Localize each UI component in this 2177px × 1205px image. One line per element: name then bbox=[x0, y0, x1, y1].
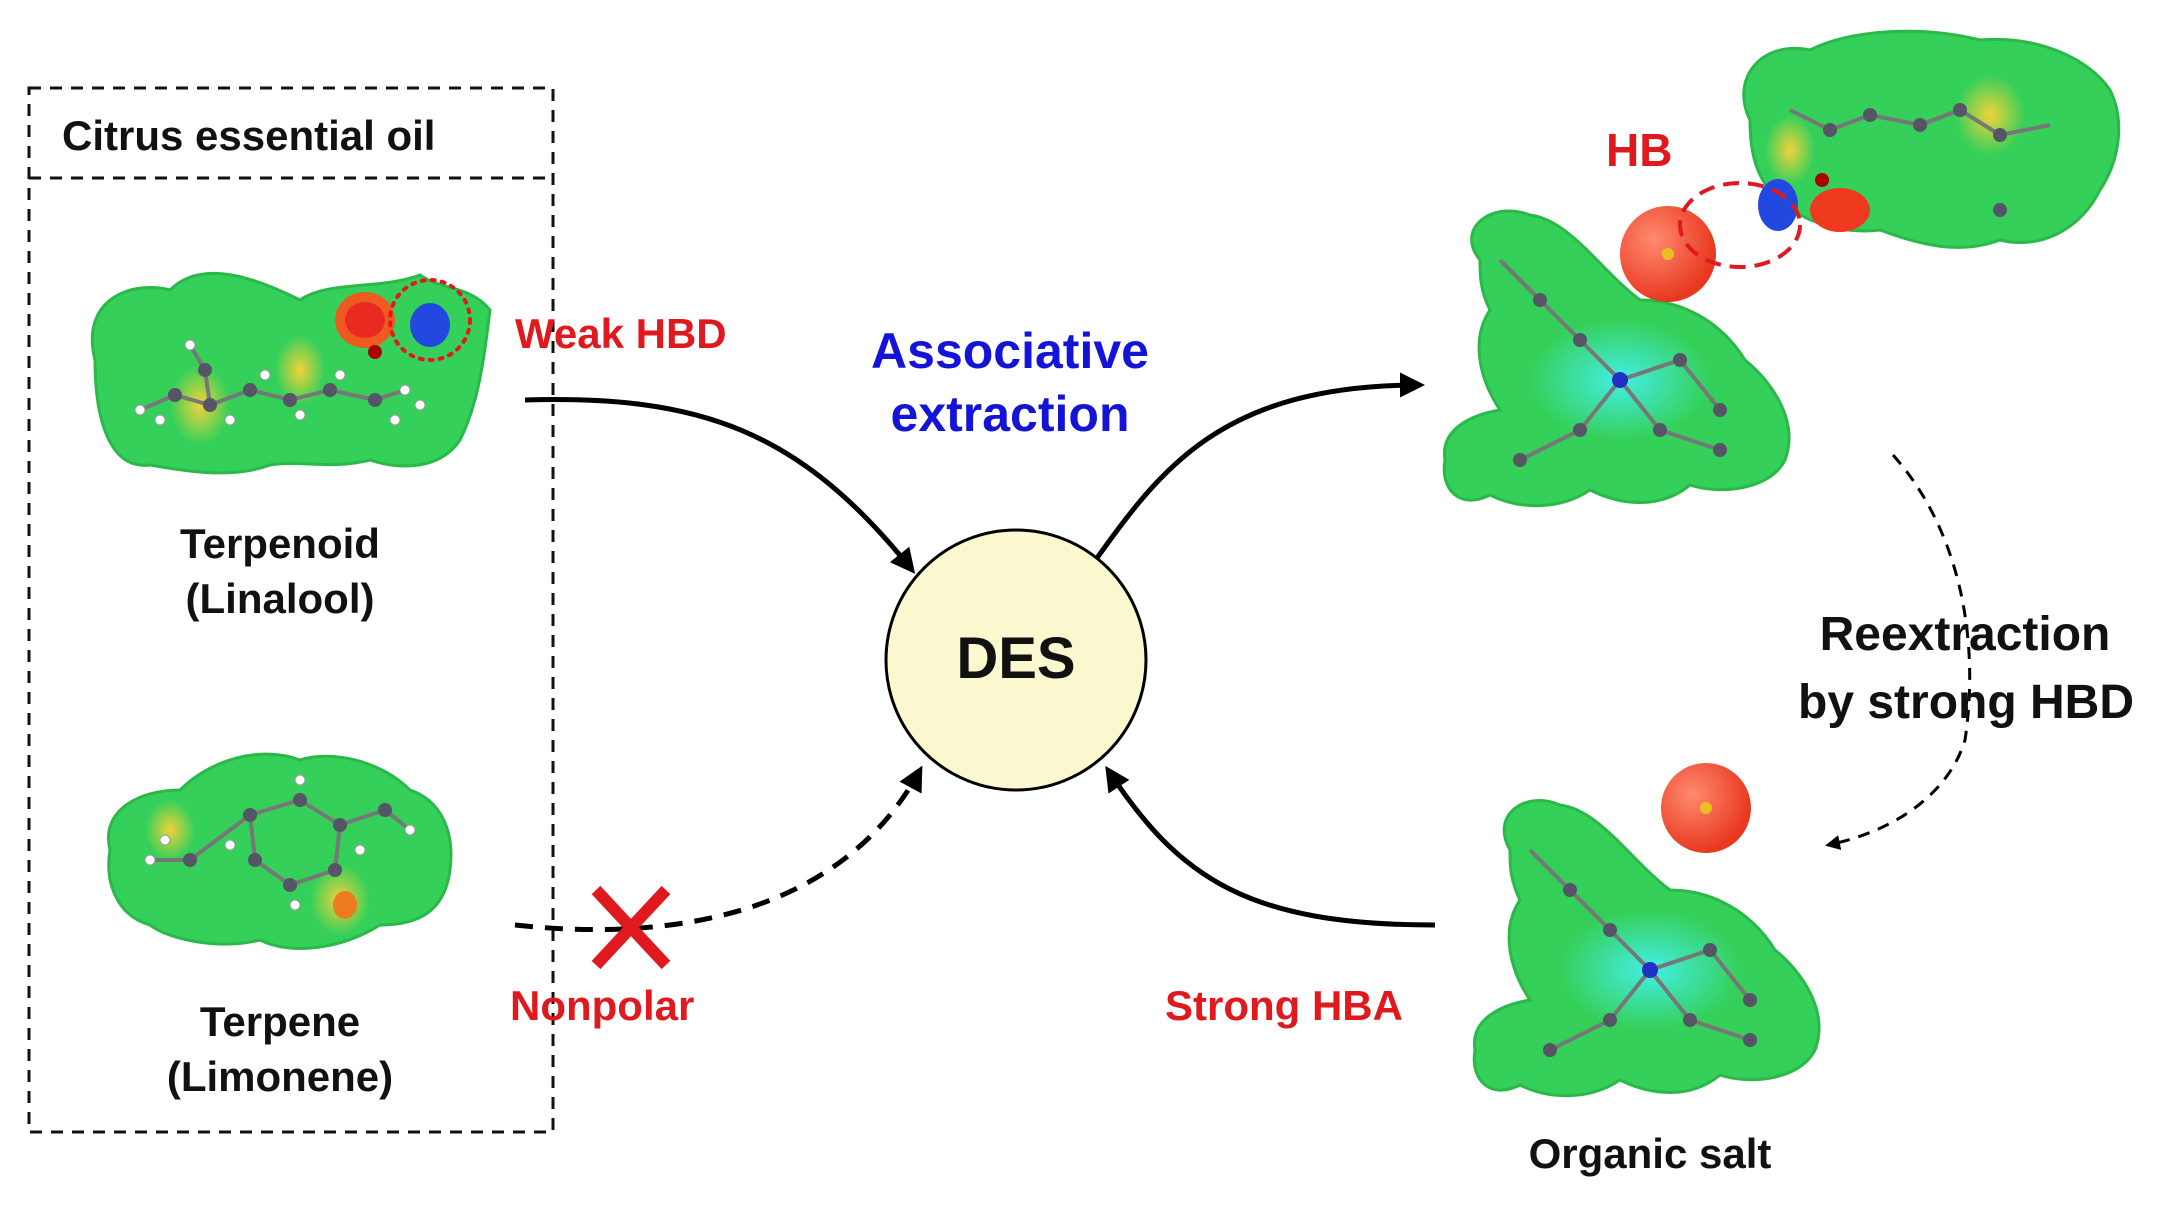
des-circle bbox=[884, 528, 1148, 792]
arrow-linalool-to-des bbox=[524, 397, 916, 574]
terpene-example: (Limonene) bbox=[166, 1053, 394, 1100]
organic-salt-molecule-icon bbox=[1472, 799, 1821, 1098]
hb-label: HB bbox=[1606, 124, 1673, 176]
organic-salt-label: Organic salt bbox=[1528, 1130, 1772, 1177]
arrow-salt-to-des bbox=[1105, 765, 1436, 928]
panel-title: Citrus essential oil bbox=[62, 112, 436, 159]
citrus-oil-panel bbox=[27, 86, 555, 1134]
linalool-molecule-icon bbox=[90, 271, 492, 475]
associative-label-line2: extraction bbox=[890, 386, 1130, 442]
blocked-x-icon bbox=[591, 885, 671, 970]
arrow-des-to-complex bbox=[1089, 372, 1425, 567]
salt-linalool-complex-icon bbox=[1442, 29, 2121, 508]
strong-hba-label: Strong HBA bbox=[1165, 982, 1403, 1029]
associative-label-line1: Associative bbox=[871, 323, 1149, 379]
des-label: DES bbox=[956, 626, 1076, 691]
reextraction-label-line1: Reextraction bbox=[1819, 608, 2111, 661]
terpene-name: Terpene bbox=[199, 998, 361, 1045]
free-hbd-ball-icon bbox=[1661, 763, 1751, 853]
reextraction-label-line2: by strong HBD bbox=[1798, 676, 2134, 729]
weak-hbd-label: Weak HBD bbox=[515, 310, 727, 357]
nonpolar-label: Nonpolar bbox=[510, 982, 695, 1029]
terpenoid-example: (Linalool) bbox=[185, 575, 375, 622]
terpenoid-name: Terpenoid bbox=[180, 520, 380, 567]
arrow-limonene-to-des bbox=[514, 765, 923, 932]
limonene-molecule-icon bbox=[107, 752, 453, 950]
